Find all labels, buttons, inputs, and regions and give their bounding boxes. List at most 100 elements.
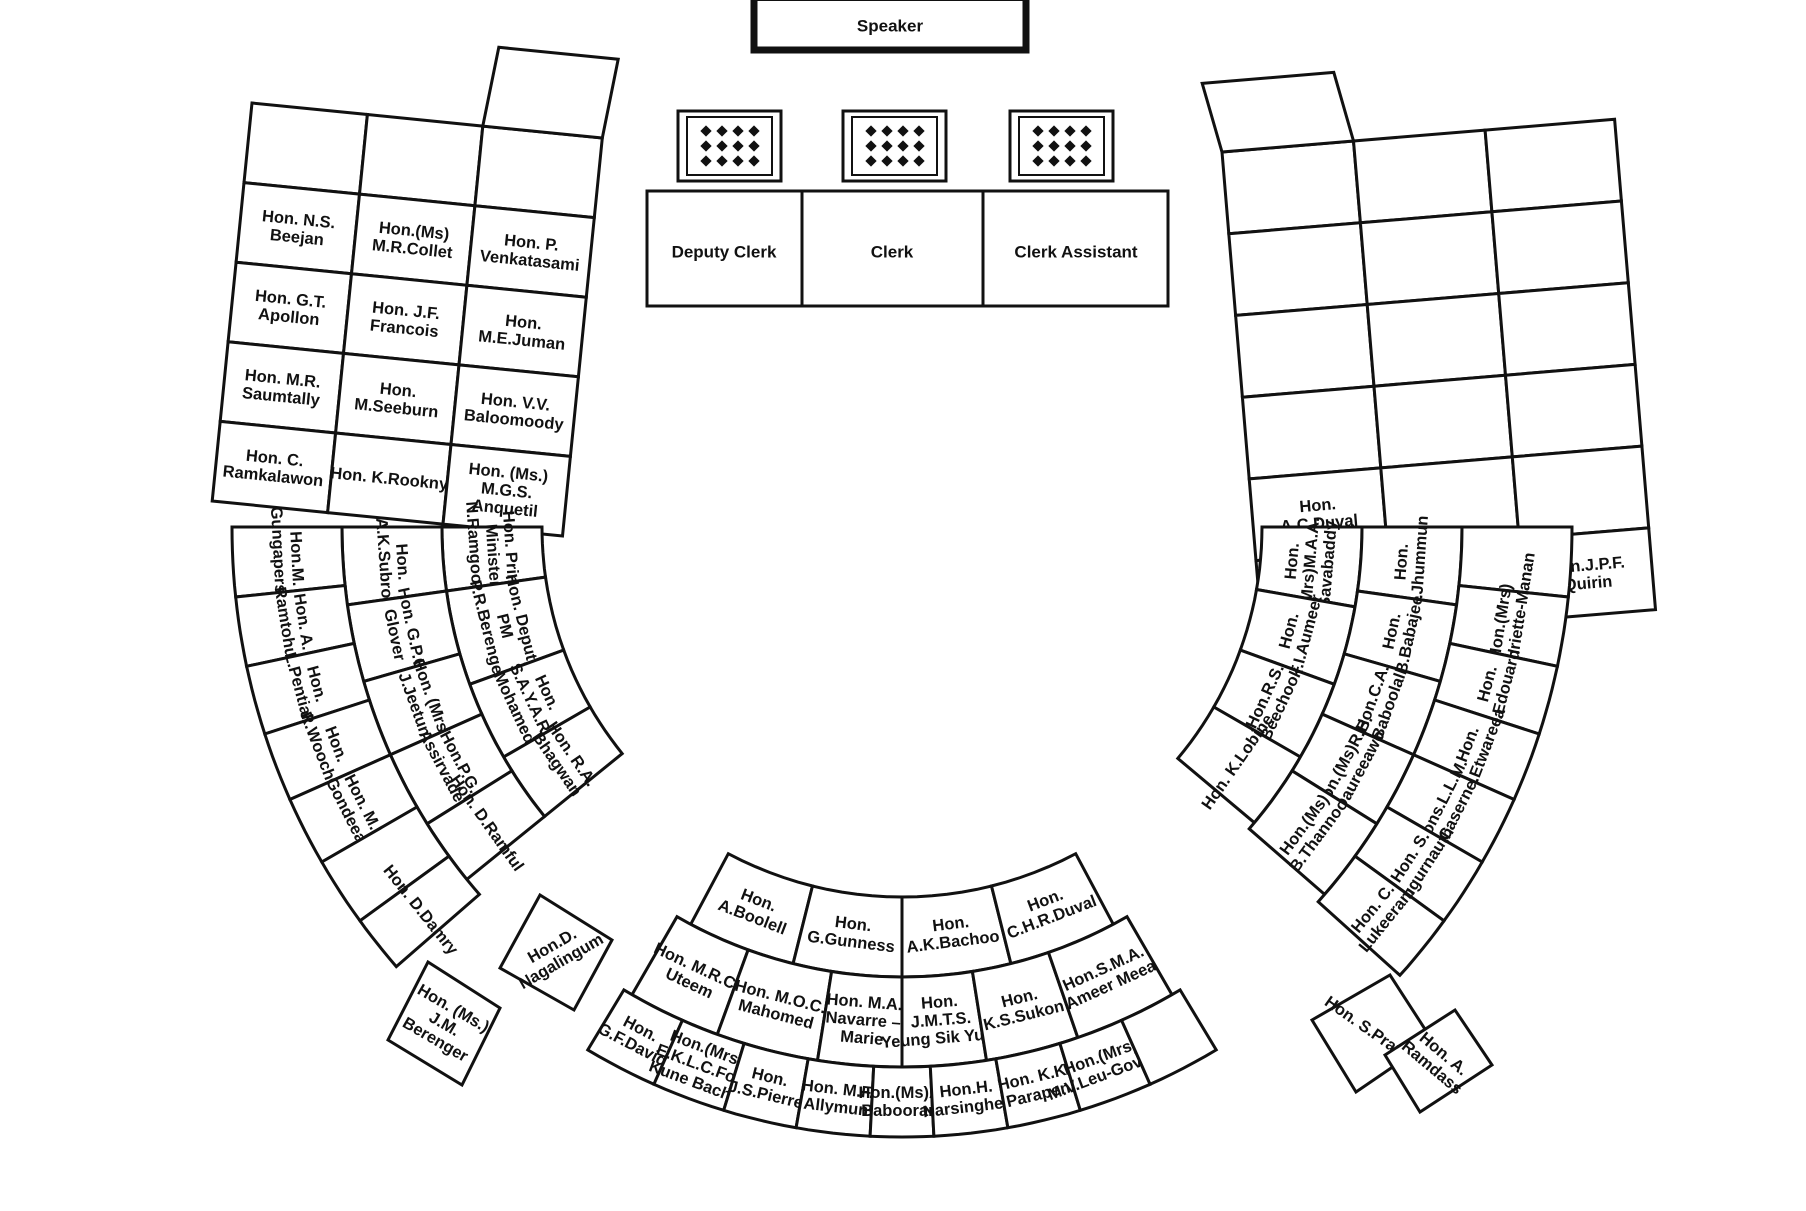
- monitor-screen-icon: [676, 109, 783, 183]
- seat-outline: [480, 45, 620, 140]
- seat[interactable]: Hon. M.R.Saumtally: [218, 340, 346, 435]
- clerks-desk: Deputy Clerk Clerk Clerk Assistant: [645, 189, 1170, 308]
- seat-member-name: Hon. N.S.Beejan: [259, 207, 336, 250]
- seat-empty[interactable]: [1372, 373, 1514, 470]
- seat[interactable]: Hon.J.S.Pierre: [721, 1041, 810, 1130]
- seat[interactable]: Hon. M.Gondeea: [287, 752, 420, 865]
- seat[interactable]: Hon.D.Nagalingum: [497, 892, 614, 1013]
- clerk-desk[interactable]: Clerk: [800, 189, 985, 308]
- seat-empty[interactable]: [1220, 139, 1363, 236]
- seat[interactable]: Hon.J.Edouard: [1432, 641, 1560, 736]
- seat[interactable]: Hon. K.Rookny: [325, 431, 453, 526]
- seat-outline: [357, 112, 485, 208]
- seat[interactable]: Hon.(Mrs)M.A.A.Savabaddy: [1254, 515, 1364, 611]
- seat-outline: [1503, 362, 1644, 459]
- seat[interactable]: Hon. N.S.Beejan: [234, 180, 362, 276]
- seat-outline: [497, 892, 614, 1013]
- seat[interactable]: Hon. J.F.Francois: [341, 272, 469, 367]
- seat[interactable]: Hon. S.Jugurnauth: [1352, 804, 1485, 923]
- seat[interactable]: Hon. M.R.C.Uteem: [629, 914, 751, 1037]
- seat[interactable]: Hon.M.Seeburn: [333, 351, 461, 447]
- seat-outline: [441, 442, 573, 538]
- seat[interactable]: Hon.H.Narsinghen: [920, 1057, 1014, 1138]
- seat-member-name: Hon.(Ms)A.Babooram: [858, 1084, 945, 1120]
- seat[interactable]: Hon.S.M.A.Ameer Meea: [1046, 914, 1175, 1040]
- seat[interactable]: Hon.R.S.Beechook: [1211, 648, 1337, 760]
- seat[interactable]: Hon.M.Gungapersad: [230, 505, 347, 613]
- seat-block-lower-right: Hon.(Mrs)M.A.A.SavabaddyHon.F.I.AumeerHo…: [1175, 515, 1574, 1115]
- seat-empty[interactable]: [1483, 117, 1624, 214]
- seat-member-name: Hon. G.T.Apollon: [252, 287, 327, 330]
- speaker-chair[interactable]: Speaker: [750, 0, 1030, 54]
- seat[interactable]: Hon. K.K.Parapen: [994, 1041, 1083, 1130]
- seat[interactable]: Hon. M.O.C.Mahomed: [715, 948, 834, 1063]
- seat[interactable]: Hon.(Ms)A.Babooram: [858, 1064, 946, 1139]
- seat[interactable]: Hon. P.Venkatasami: [465, 204, 596, 299]
- deputy-clerk-label: Deputy Clerk: [672, 242, 777, 261]
- seat-member-name: Hon.S.A.Y.A.R.Mohamed: [489, 653, 571, 747]
- seat-empty[interactable]: [1503, 362, 1644, 459]
- seat[interactable]: Hon. A.Ramtohul: [234, 583, 356, 669]
- seat-outline: [1483, 117, 1624, 214]
- seat[interactable]: Hon.C.H.R.Duval: [989, 851, 1116, 966]
- seat-empty[interactable]: [1365, 291, 1508, 388]
- seat-empty[interactable]: [1240, 384, 1383, 481]
- seat-empty[interactable]: [1227, 221, 1369, 318]
- monitor-screen-icon: [1008, 109, 1115, 183]
- seat[interactable]: Hon.P.G.Assirvaden: [388, 712, 514, 826]
- clerk-assistant-label: Clerk Assistant: [1014, 242, 1137, 261]
- seat-outline: [1200, 70, 1356, 154]
- seat[interactable]: Hon. D.Damry: [357, 854, 482, 969]
- seat[interactable]: Hon. R.A.Bhagwan: [501, 704, 625, 819]
- seat-outline: [1233, 302, 1376, 399]
- seat-empty[interactable]: [1490, 199, 1630, 296]
- monitor-screen-icon: [841, 109, 948, 183]
- seat-member-name: Hon. J.F.Francois: [369, 298, 441, 341]
- deputy-clerk-desk[interactable]: Deputy Clerk: [645, 189, 804, 308]
- seat[interactable]: Hon. DeputyPMP.R.Berenger: [444, 570, 566, 687]
- seat-outline: [1316, 854, 1447, 978]
- seat[interactable]: Hon. G.T.Apollon: [226, 260, 354, 356]
- seat[interactable]: Hon.F.I.Aumeer: [1238, 587, 1357, 687]
- seat-outline: [357, 854, 482, 969]
- seat-empty[interactable]: [242, 101, 370, 196]
- seat-member-name: Hon. M.F.Allymun: [799, 1076, 875, 1120]
- seat-outline: [1365, 291, 1508, 388]
- seat-empty[interactable]: [1200, 70, 1356, 154]
- seat-outline: [1510, 444, 1651, 541]
- seat[interactable]: Hon.S.A.Y.A.R.Mohamed: [467, 648, 593, 760]
- seat-outline: [386, 959, 502, 1088]
- clerk-assistant-desk[interactable]: Clerk Assistant: [981, 189, 1170, 308]
- seat-empty[interactable]: [1233, 302, 1376, 399]
- seat-empty[interactable]: [473, 124, 604, 220]
- seat[interactable]: Hon. (Ms.)M.G.S.Anquetil: [441, 442, 573, 538]
- seat[interactable]: Hon. (Mrs)J.Jeetun: [361, 651, 484, 757]
- seat[interactable]: Hon. M.F.Allymun: [794, 1057, 876, 1138]
- seat[interactable]: Hon. C.Lukeeram: [1316, 854, 1447, 978]
- seat-empty[interactable]: [1358, 210, 1501, 307]
- seat-empty[interactable]: [1510, 444, 1651, 541]
- seat-outline: [1119, 987, 1219, 1087]
- seat[interactable]: Hon.G.F.David: [585, 987, 685, 1087]
- seat-empty[interactable]: [1497, 281, 1637, 377]
- seat[interactable]: Hon.G.Gunness: [791, 884, 904, 979]
- seat-empty[interactable]: [480, 45, 620, 140]
- seat-outline: [1220, 139, 1363, 236]
- seat-member-name: Hon. M.A.Navarre –Marie: [823, 990, 903, 1050]
- seat[interactable]: Hon.(Ms)M.R.Collet: [349, 192, 477, 287]
- seat-outline: [1227, 221, 1369, 318]
- seat-empty[interactable]: [357, 112, 485, 208]
- seat[interactable]: Hon. M.A.Navarre –Marie: [815, 969, 904, 1069]
- seat[interactable]: Hon. A.Ramdass: [1382, 1007, 1495, 1115]
- seat-empty[interactable]: [1119, 987, 1219, 1087]
- seat[interactable]: Hon. (Ms.)J.M.Berenger: [386, 959, 502, 1088]
- seat[interactable]: Hon.M.E.Juman: [457, 283, 588, 379]
- seat[interactable]: Hon. V.V.Baloomoody: [449, 363, 581, 459]
- seat[interactable]: Hon.(Ms)R.B.Daureeawo: [1290, 712, 1416, 826]
- seat[interactable]: Hon. C.Ramkalawon: [210, 419, 338, 515]
- seat[interactable]: Hon.A.K.Bachoo: [900, 884, 1013, 979]
- seat-empty[interactable]: [1351, 128, 1494, 225]
